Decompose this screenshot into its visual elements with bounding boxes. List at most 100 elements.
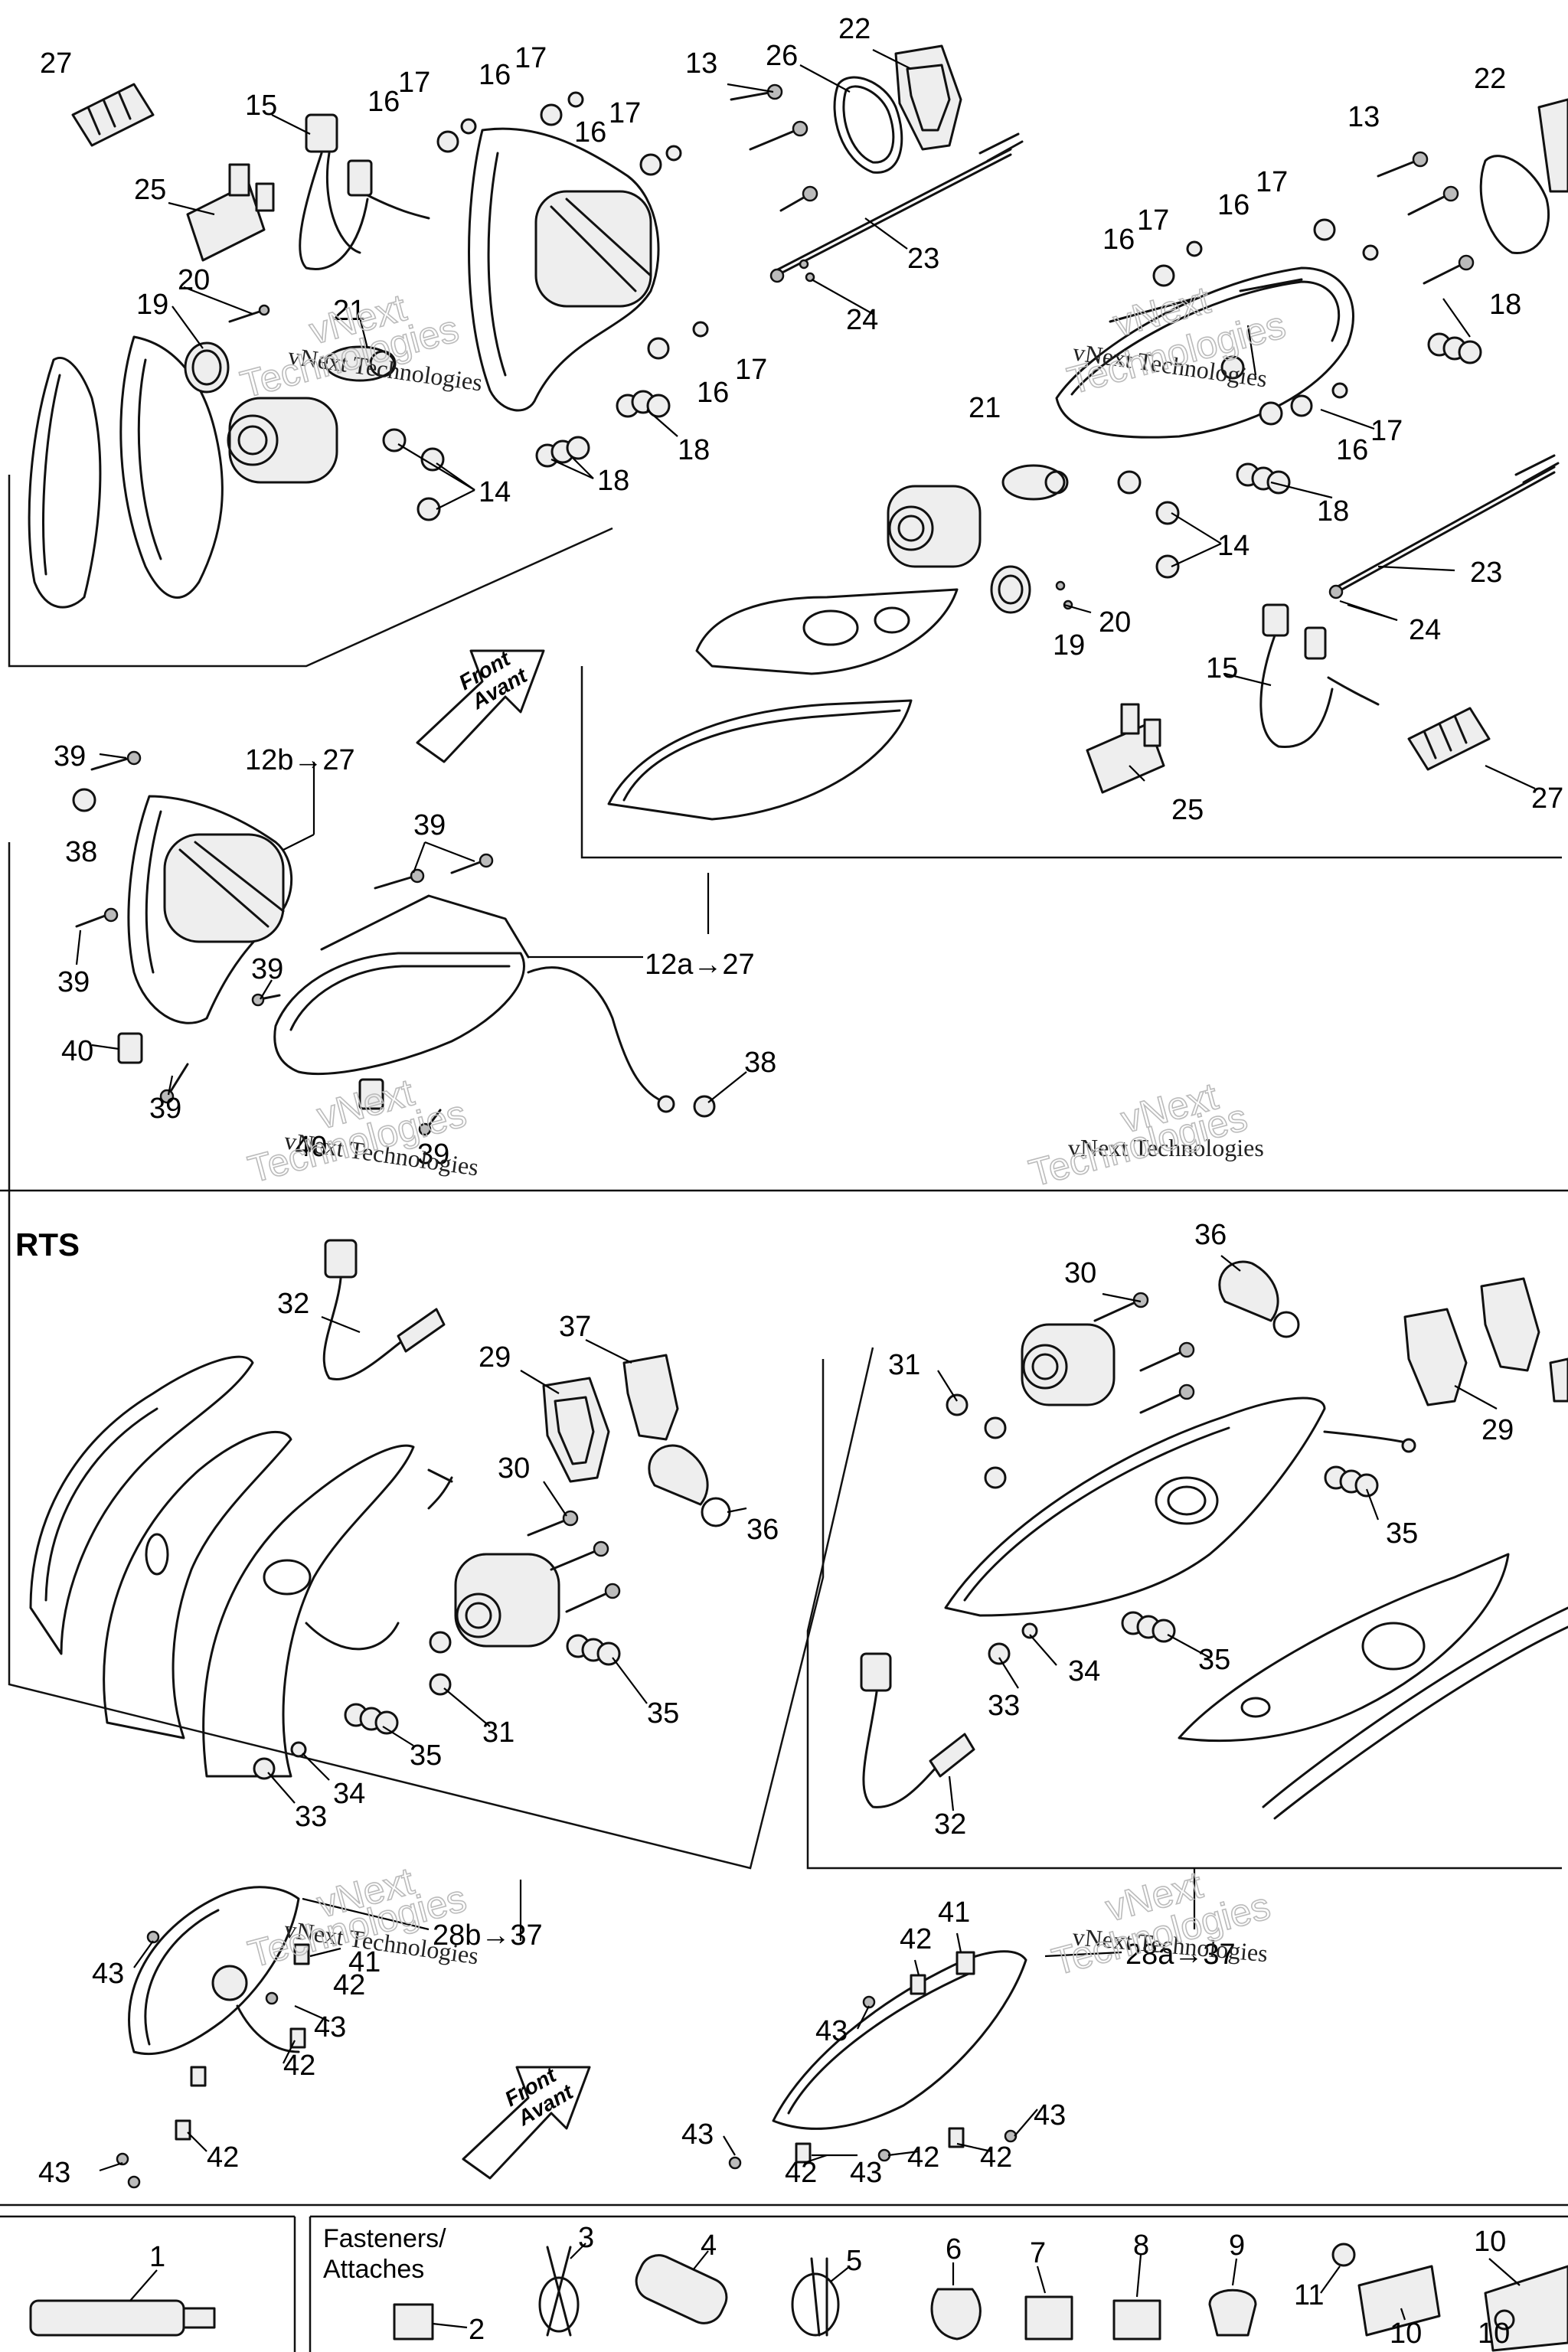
- callout-41: 41: [938, 1896, 970, 1929]
- middle-assembly-12: [72, 649, 716, 1136]
- callout-32: 32: [277, 1288, 309, 1320]
- callout-5: 5: [846, 2245, 862, 2277]
- callout-43: 43: [314, 2011, 346, 2043]
- callout-25: 25: [1171, 794, 1204, 826]
- section-label-rts: RTS: [15, 1227, 80, 1263]
- callout-43: 43: [38, 2157, 70, 2189]
- callout-17: 17: [514, 42, 547, 74]
- callout-7: 7: [1030, 2237, 1046, 2269]
- callout-39: 39: [251, 953, 283, 985]
- rts-right-assembly: [860, 1260, 1568, 1820]
- callout-40: 40: [61, 1035, 93, 1067]
- callout-36: 36: [746, 1514, 779, 1546]
- callout-42: 42: [333, 1969, 365, 2001]
- callout-6: 6: [946, 2233, 962, 2265]
- callout-23: 23: [907, 243, 939, 275]
- callout-30: 30: [1064, 1257, 1096, 1289]
- callout-24: 24: [1409, 614, 1441, 646]
- callout-29: 29: [479, 1341, 511, 1374]
- leader-lines: [75, 49, 1536, 2329]
- callout-39: 39: [54, 740, 86, 773]
- callout-10: 10: [1478, 2318, 1510, 2350]
- callout-38: 38: [744, 1047, 776, 1079]
- callout-9: 9: [1229, 2230, 1245, 2262]
- callout-29: 29: [1481, 1414, 1514, 1446]
- fasteners-row: [29, 2243, 1568, 2352]
- callout-15: 15: [245, 90, 277, 122]
- callout-28b: 28b→37: [433, 1919, 543, 1952]
- callout-20: 20: [1099, 606, 1131, 639]
- callout-35: 35: [410, 1740, 442, 1772]
- callout-37: 37: [559, 1311, 591, 1343]
- callout-39: 39: [57, 966, 90, 998]
- callout-18: 18: [678, 434, 710, 466]
- callout-30: 30: [498, 1452, 530, 1485]
- callout-39: 39: [413, 809, 446, 841]
- callout-17: 17: [609, 97, 641, 129]
- callout-12b: 12b→27: [245, 744, 355, 776]
- rts-lower-assembly-28: [116, 1886, 1027, 2189]
- callout-34: 34: [333, 1778, 365, 1810]
- callout-17: 17: [1370, 415, 1403, 447]
- callout-2: 2: [469, 2314, 485, 2346]
- callout-4: 4: [701, 2230, 717, 2262]
- callout-43: 43: [1034, 2099, 1066, 2132]
- callout-10: 10: [1474, 2226, 1506, 2258]
- callout-8: 8: [1133, 2230, 1149, 2262]
- callout-31: 31: [888, 1349, 920, 1381]
- callout-20: 20: [178, 264, 210, 296]
- callout-38: 38: [65, 836, 97, 868]
- callout-13: 13: [1348, 101, 1380, 133]
- callout-16: 16: [479, 59, 511, 91]
- fasteners-legend-line1: Fasteners/: [323, 2224, 446, 2253]
- callout-42: 42: [900, 1923, 932, 1955]
- callout-35: 35: [1386, 1517, 1418, 1550]
- callout-16: 16: [697, 377, 729, 409]
- callout-43: 43: [92, 1958, 124, 1990]
- callout-16: 16: [1217, 189, 1250, 221]
- callout-27: 27: [1531, 782, 1563, 815]
- callout-15: 15: [1206, 652, 1238, 684]
- callout-43: 43: [850, 2157, 882, 2189]
- callout-17: 17: [398, 67, 430, 99]
- callout-19: 19: [1053, 629, 1085, 662]
- callout-3: 3: [578, 2222, 594, 2254]
- callout-43: 43: [815, 2015, 848, 2047]
- callout-33: 33: [988, 1690, 1020, 1722]
- callout-10: 10: [1390, 2318, 1422, 2350]
- callout-27: 27: [40, 47, 72, 80]
- section-frames: [0, 475, 1568, 2352]
- callout-26: 26: [766, 40, 798, 72]
- callout-19: 19: [136, 289, 168, 321]
- front-arrow-upper: Front Avant: [455, 646, 532, 714]
- callout-25: 25: [134, 174, 166, 206]
- callout-42: 42: [207, 2141, 239, 2174]
- callout-39: 39: [417, 1138, 449, 1171]
- callout-1: 1: [149, 2241, 165, 2273]
- callout-39: 39: [149, 1093, 181, 1125]
- callout-42: 42: [907, 2141, 939, 2174]
- callout-42: 42: [980, 2141, 1012, 2174]
- callout-40: 40: [295, 1131, 327, 1163]
- callout-17: 17: [735, 354, 767, 386]
- callout-13: 13: [685, 47, 717, 80]
- callout-14: 14: [479, 476, 511, 508]
- callout-11: 11: [1294, 2279, 1324, 2311]
- callout-17: 17: [1256, 166, 1288, 198]
- callout-18: 18: [597, 465, 629, 497]
- upper-right-headlamp-assembly: [607, 98, 1568, 821]
- callout-23: 23: [1470, 557, 1502, 589]
- callout-28a: 28a→37: [1125, 1939, 1236, 1971]
- callout-36: 36: [1194, 1219, 1227, 1251]
- watermark-text: vNext Technologies: [1068, 1134, 1264, 1161]
- callout-17: 17: [1137, 204, 1169, 237]
- callout-18: 18: [1317, 495, 1349, 528]
- callout-42: 42: [785, 2157, 817, 2189]
- callout-35: 35: [647, 1697, 679, 1730]
- callout-21: 21: [969, 392, 1001, 424]
- callout-31: 31: [482, 1717, 514, 1749]
- callout-22: 22: [1474, 63, 1506, 95]
- callout-18: 18: [1489, 289, 1521, 321]
- callout-22: 22: [838, 13, 871, 45]
